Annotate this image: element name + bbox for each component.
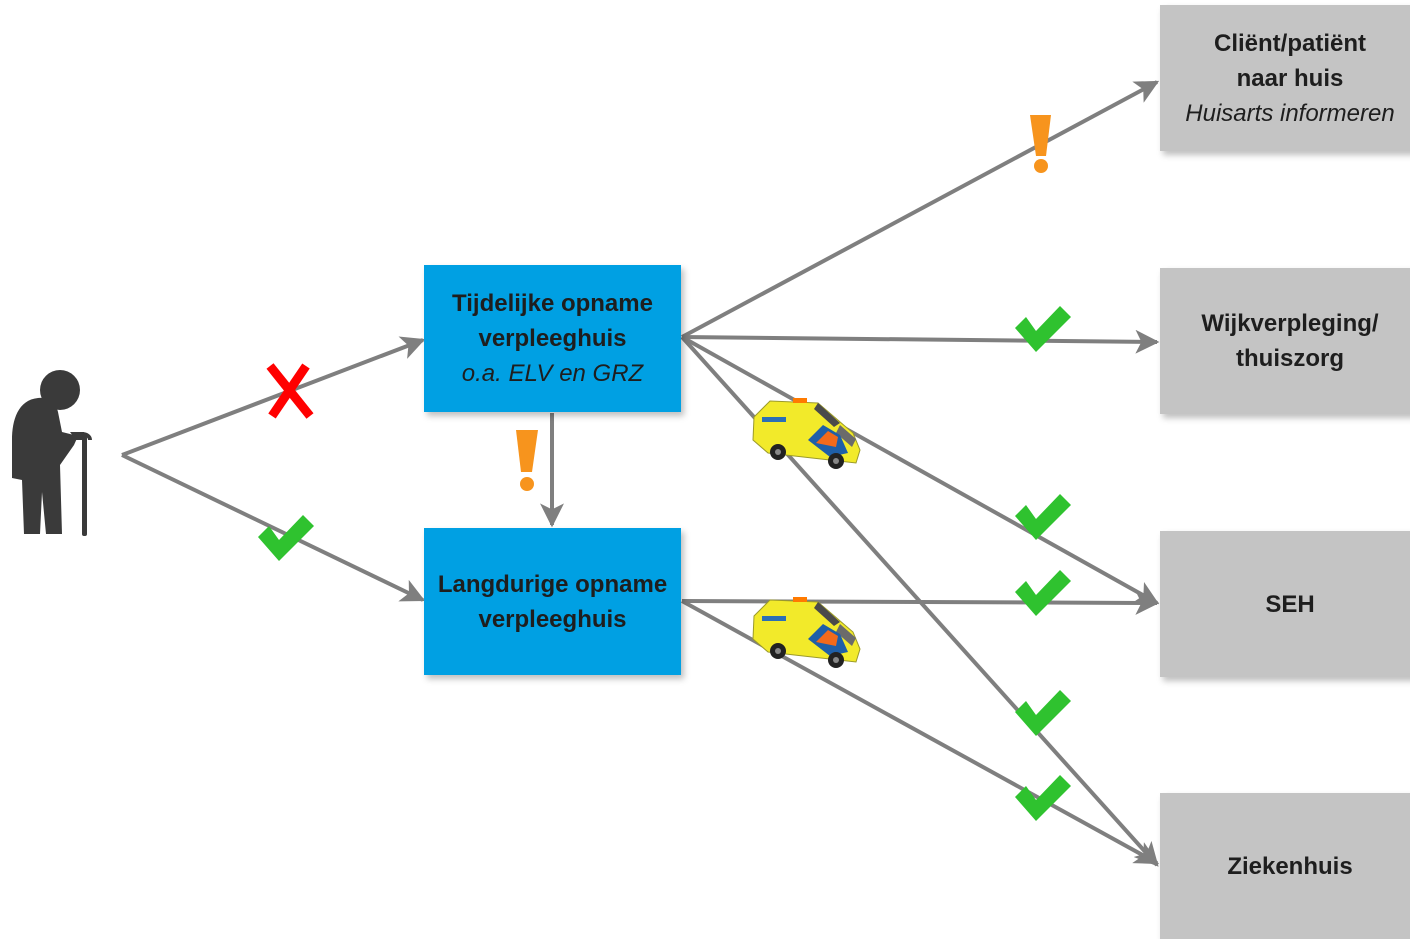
arrow-person-to-longterm: [121, 453, 426, 602]
node-wijk-line1: Wijkverpleging/: [1201, 310, 1379, 337]
arrow-longterm-to-seh: [681, 590, 1160, 615]
node-hospital-label: Ziekenhuis: [1227, 852, 1353, 880]
check-icon: [258, 515, 314, 561]
ambulance-icon: [752, 397, 861, 470]
node-emergency: SEH: [1160, 531, 1410, 677]
node-longterm-line2: verpleeghuis: [478, 605, 627, 633]
node-wijk-line2: thuiszorg: [1236, 345, 1344, 372]
elderly-person-icon: [12, 370, 92, 536]
node-temporary-line2: verpleeghuis: [478, 325, 627, 352]
ambulance-icon: [752, 596, 861, 669]
node-temporary-line1: Tijdelijke opname: [452, 290, 653, 317]
node-longterm-admission: Langdurige opname verpleeghuis: [424, 528, 681, 675]
arrow-longterm-to-hospital: [681, 599, 1160, 865]
warning-icon: [516, 430, 538, 491]
cross-icon: [266, 363, 314, 419]
arrow-person-to-temporary: [121, 336, 426, 457]
check-icon: [1015, 306, 1071, 352]
node-seh-label: SEH: [1265, 590, 1315, 618]
node-home: Cliënt/patiënt naar huis Huisarts inform…: [1160, 5, 1410, 151]
warning-icon: [1030, 115, 1051, 173]
node-home-line2: naar huis: [1236, 64, 1344, 92]
node-longterm-line1: Langdurige opname: [437, 570, 668, 598]
node-hospital: Ziekenhuis: [1160, 793, 1410, 939]
node-district-nursing: Wijkverpleging/ thuiszorg: [1160, 268, 1410, 414]
check-icon: [1015, 494, 1071, 540]
node-home-line1: Cliënt/patiënt: [1213, 29, 1366, 57]
node-home-note: Huisarts informeren: [1185, 99, 1395, 127]
arrow-temporary-to-home: [681, 80, 1160, 339]
check-icon: [1015, 775, 1071, 821]
node-temporary-note: o.a. ELV en GRZ: [461, 360, 644, 387]
check-icon: [1015, 690, 1071, 736]
check-icon: [1015, 570, 1071, 616]
arrow-temporary-to-seh: [681, 335, 1160, 605]
arrow-temporary-to-wijk: [681, 329, 1160, 354]
node-temporary-admission: Tijdelijke opname verpleeghuis o.a. ELV …: [424, 265, 681, 412]
